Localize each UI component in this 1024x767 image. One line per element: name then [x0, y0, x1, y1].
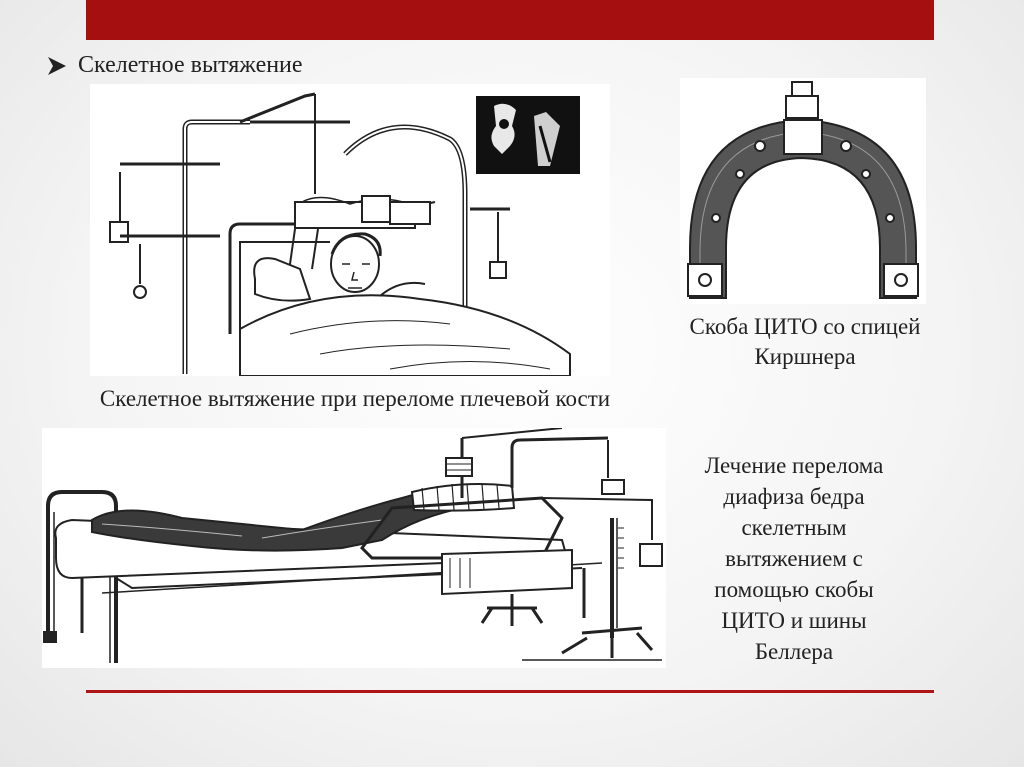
femur-caption-line-1: Лечение перелома — [704, 453, 884, 478]
femur-caption-line-3: скелетным — [741, 515, 847, 540]
femur-caption-line-2: диафиза бедра — [723, 484, 865, 509]
slide-heading: Скелетное вытяжение — [46, 52, 303, 79]
xray-inset-image — [476, 96, 580, 174]
top-accent-bar — [86, 0, 934, 40]
femur-caption-line-5: помощью скобы — [714, 577, 874, 602]
femur-caption-line-6: ЦИТО и шины — [721, 608, 867, 633]
bracket-caption: Скоба ЦИТО со спицей Киршнера — [640, 312, 970, 372]
bottom-accent-rule — [86, 690, 934, 693]
humerus-caption: Скелетное вытяжение при переломе плечево… — [99, 386, 611, 411]
arrowhead-bullet-icon — [48, 56, 66, 75]
femur-caption: Лечение перелома диафиза бедра скелетным… — [664, 450, 924, 667]
bracket-caption-line-1: Скоба ЦИТО со спицей — [689, 314, 921, 339]
femur-traction-illustration — [42, 428, 666, 668]
bracket-caption-line-2: Киршнера — [754, 344, 856, 369]
cito-bracket-illustration — [680, 78, 926, 304]
femur-caption-line-7: Беллера — [754, 639, 834, 664]
femur-caption-line-4: вытяжением с — [725, 546, 863, 571]
heading-text: Скелетное вытяжение — [78, 52, 303, 78]
